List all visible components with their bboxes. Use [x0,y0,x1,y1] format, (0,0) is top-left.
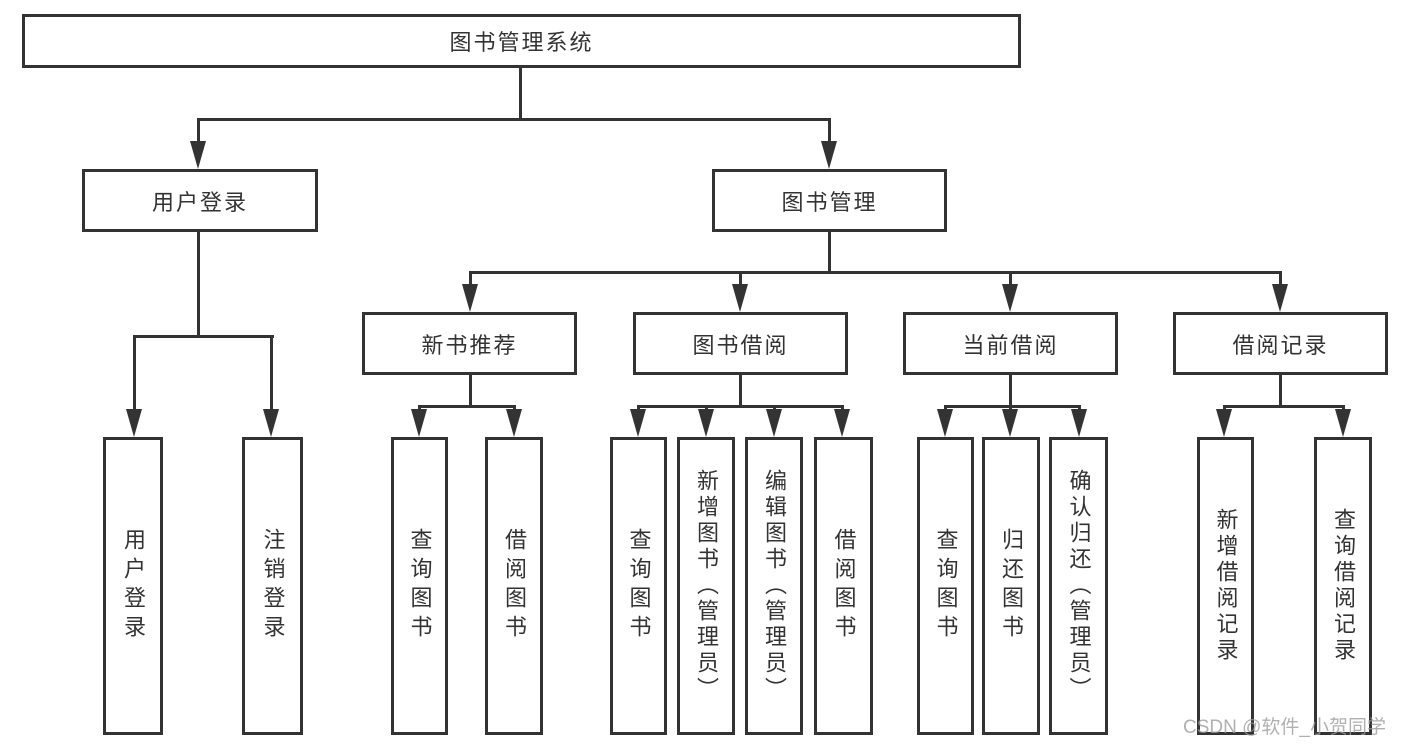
arrowhead-down-icon [263,409,279,437]
leaf-user-login: 用户登录 [103,437,163,735]
node-label: 当前借阅 [962,332,1059,358]
leaf-label: 归还图书 [999,528,1024,644]
arrowhead-down-icon [1335,409,1351,437]
connector-vline [197,232,200,338]
leaf-add-books-admin: 新增图书（管理员） [677,437,735,735]
leaf-label: 新增图书（管理员） [694,469,719,703]
node-user-login: 用户登录 [82,169,318,232]
connector-hline [944,405,1081,408]
node-current-borrow: 当前借阅 [903,312,1118,375]
connector-vline [1279,271,1282,286]
leaf-label: 注销登录 [260,528,286,644]
node-label: 图书借阅 [692,332,789,358]
leaf-borrow-books: 借阅图书 [814,437,873,735]
arrowhead-down-icon [190,141,206,169]
node-library-system: 图书管理系统 [22,14,1021,68]
arrowhead-down-icon [506,409,522,437]
node-label: 新书推荐 [421,332,518,358]
leaf-label: 查询图书 [933,528,959,644]
arrowhead-down-icon [698,409,714,437]
leaf-query-borrow-record: 查询借阅记录 [1314,437,1372,735]
arrowhead-down-icon [1002,409,1018,437]
connector-vline [739,271,742,286]
leaf-label: 编辑图书（管理员） [762,469,787,703]
leaf-add-borrow-record: 新增借阅记录 [1197,437,1254,735]
arrowhead-down-icon [732,284,748,312]
csdn-watermark: CSDN @软件_小贺同学 [1183,717,1386,738]
connector-vline [1279,375,1282,408]
node-label: 图书管理 [781,189,878,215]
arrowhead-down-icon [1216,409,1232,437]
leaf-borrow-books-recommend: 借阅图书 [485,437,543,735]
connector-hline [469,271,1282,274]
connector-vline [1009,375,1012,408]
leaf-label: 确认归还（管理员） [1066,469,1092,703]
leaf-logout: 注销登录 [242,437,303,735]
arrowhead-down-icon [630,409,646,437]
node-book-management: 图书管理 [712,169,947,232]
connector-vline [469,271,472,286]
connector-hline [197,118,831,121]
leaf-label: 查询图书 [626,528,652,644]
connector-vline [1009,271,1012,286]
leaf-label: 用户登录 [121,528,146,644]
leaf-query-books-borrow: 查询图书 [610,437,667,735]
arrowhead-down-icon [462,284,478,312]
connector-vline [828,118,831,143]
leaf-label: 查询图书 [407,528,433,644]
arrowhead-down-icon [1272,284,1288,312]
arrowhead-down-icon [766,409,782,437]
connector-hline [1223,405,1345,408]
leaf-label: 借阅图书 [502,528,527,644]
node-label: 用户登录 [151,189,248,215]
arrowhead-down-icon [834,409,850,437]
leaf-query-books-current: 查询图书 [917,437,974,735]
node-borrow-records: 借阅记录 [1173,312,1388,375]
connector-vline [133,335,136,411]
arrowhead-down-icon [937,409,953,437]
arrowhead-down-icon [126,409,142,437]
node-new-book-recommend: 新书推荐 [362,312,577,375]
leaf-label: 借阅图书 [831,528,857,644]
leaf-confirm-return-admin: 确认归还（管理员） [1049,437,1108,735]
leaf-query-books-recommend: 查询图书 [391,437,448,735]
leaf-edit-books-admin: 编辑图书（管理员） [745,437,803,735]
connector-hline [637,405,844,408]
leaf-label: 新增借阅记录 [1213,508,1239,664]
leaf-label: 查询借阅记录 [1331,508,1356,664]
arrowhead-down-icon [411,409,427,437]
connector-vline [270,335,273,411]
connector-vline [197,118,200,143]
arrowhead-down-icon [1071,409,1087,437]
connector-vline [519,68,522,119]
connector-vline [828,232,831,274]
node-label: 图书管理系统 [449,30,594,55]
arrowhead-down-icon [1002,284,1018,312]
connector-hline [418,405,516,408]
connector-hline [133,335,274,338]
leaf-return-books: 归还图书 [982,437,1040,735]
connector-vline [469,375,472,408]
node-label: 借阅记录 [1232,332,1329,358]
arrowhead-down-icon [821,141,837,169]
node-book-borrow: 图书借阅 [633,312,848,375]
connector-vline [739,375,742,408]
